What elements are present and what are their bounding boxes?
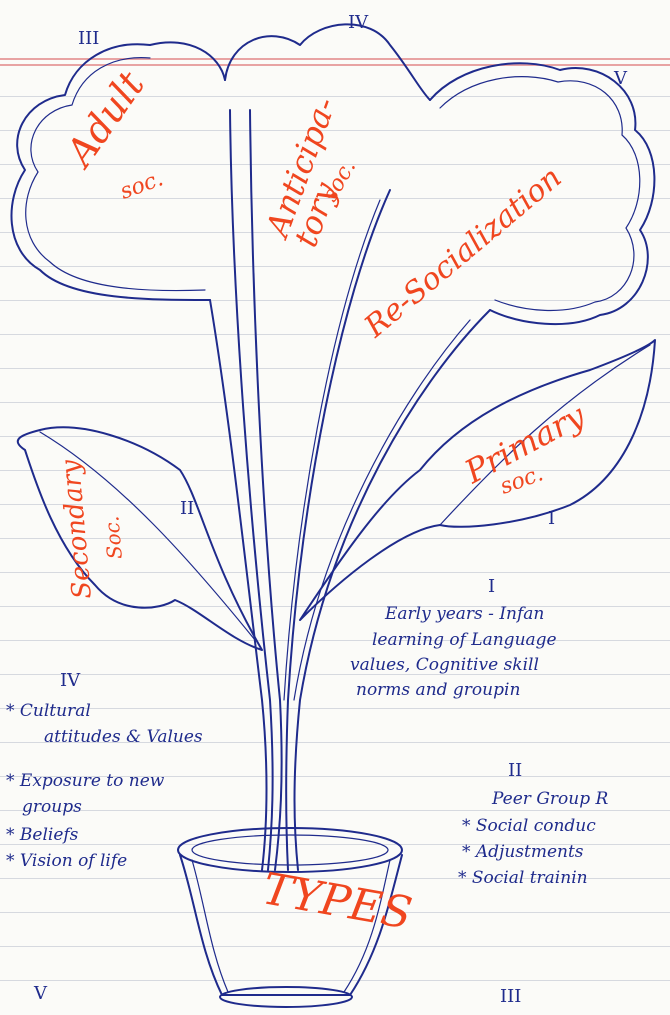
note-secondary-line: * Social trainin xyxy=(458,867,588,889)
note-secondary-line: * Social conduc xyxy=(462,815,596,837)
note-anticipatory-line: * Vision of life xyxy=(6,850,127,872)
note-anticipatory-line: groups xyxy=(22,796,82,818)
numeral-resocialization: V xyxy=(614,70,627,88)
stem xyxy=(286,190,390,870)
numeral-secondary: II xyxy=(180,500,194,518)
note-secondary-numeral: II xyxy=(508,762,522,780)
note-primary-line: Early years - Infan xyxy=(385,603,544,625)
note-anticipatory-line: * Exposure to new xyxy=(6,770,164,792)
numeral-adult: III xyxy=(78,30,99,48)
note-secondary-line: * Adjustments xyxy=(462,841,584,863)
numeral-bottom-left: V xyxy=(34,985,47,1003)
leaf-secondary-outline xyxy=(18,427,262,650)
numeral-bottom-right: III xyxy=(500,988,521,1006)
numeral-anticipatory: IV xyxy=(348,14,368,32)
note-primary-numeral: I xyxy=(488,578,495,596)
leaf-anticipatory-outline xyxy=(225,24,430,100)
stem xyxy=(284,200,380,700)
pot-base xyxy=(220,987,352,1007)
label-secondary-sub: Soc. xyxy=(101,515,125,560)
note-anticipatory-line: * Beliefs xyxy=(6,824,78,846)
numeral-primary: I xyxy=(548,510,555,528)
pot-rim-inner xyxy=(192,835,388,865)
note-primary-line: values, Cognitive skill xyxy=(350,654,539,676)
note-anticipatory-numeral: IV xyxy=(60,672,80,690)
note-secondary-line: Peer Group R xyxy=(492,788,608,810)
note-anticipatory-line: attitudes & Values xyxy=(44,726,203,748)
note-anticipatory-line: * Cultural xyxy=(6,700,91,722)
note-primary-line: learning of Language xyxy=(372,629,557,651)
note-primary-line: norms and groupin xyxy=(356,679,520,701)
